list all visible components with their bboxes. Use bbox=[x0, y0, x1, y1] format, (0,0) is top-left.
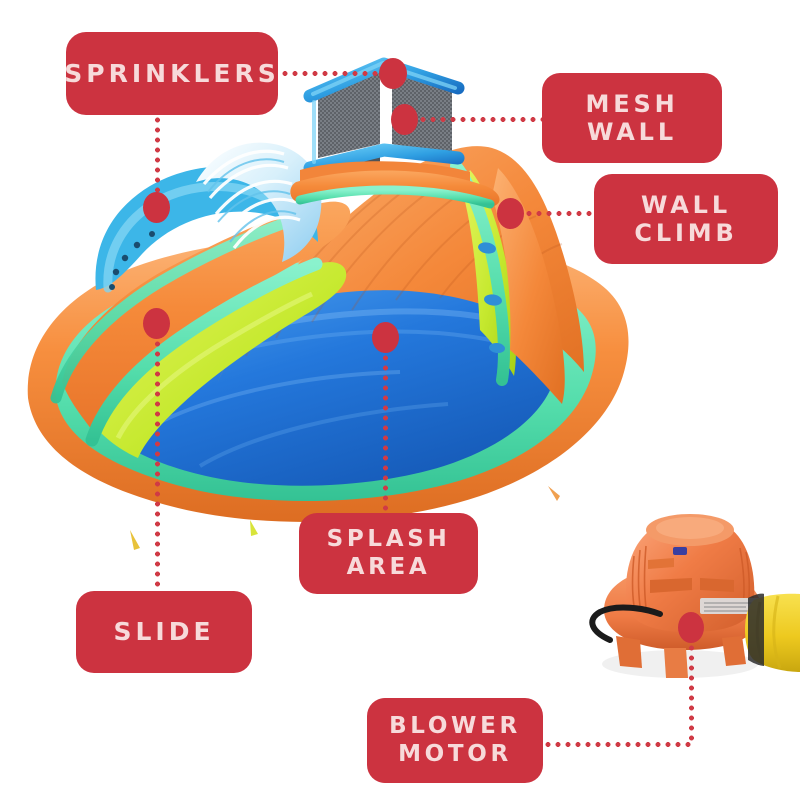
marker-wall-climb bbox=[497, 198, 524, 229]
blower-top-cap-inner bbox=[656, 517, 724, 539]
blower-handle-slot-left bbox=[650, 578, 692, 593]
marker-sprinklers-tower bbox=[379, 58, 407, 89]
marker-sprinklers bbox=[143, 192, 170, 223]
callout-label-wall-climb-line-1: WALL bbox=[641, 190, 731, 219]
slide-lime-lane bbox=[100, 262, 347, 458]
callout-label-mesh-wall[interactable]: MESH WALL bbox=[542, 73, 722, 163]
callout-label-blower-motor-line-2: MOTOR bbox=[398, 740, 512, 767]
connector-slide bbox=[155, 339, 160, 591]
blower-vent-slot bbox=[648, 558, 674, 569]
slide-mint-trim-left bbox=[85, 257, 323, 447]
callout-label-splash-area-line-2: AREA bbox=[346, 553, 431, 580]
marker-splash-area bbox=[372, 322, 399, 353]
blower-foot-mid bbox=[664, 648, 688, 678]
hose-fold-2 bbox=[772, 595, 782, 669]
blower-power-switch bbox=[673, 547, 687, 555]
connector-splash-area bbox=[383, 353, 388, 513]
connector-blower-horizontal bbox=[543, 742, 691, 747]
callout-label-splash-area[interactable]: SPLASH AREA bbox=[299, 513, 478, 594]
callout-label-sprinklers-line-1: SPRINKLERS bbox=[64, 58, 280, 88]
tower-deck-mint-trim bbox=[295, 185, 495, 209]
water-spray-blue-streaks bbox=[207, 158, 297, 243]
anchor-tab-right bbox=[548, 486, 560, 501]
blower-handle-slot-right bbox=[700, 578, 734, 592]
callout-label-mesh-wall-line-1: MESH bbox=[585, 89, 679, 118]
sprinkler-nozzles bbox=[109, 231, 155, 290]
marker-mesh-wall bbox=[391, 104, 418, 135]
connector-sprinklers-vertical bbox=[155, 115, 160, 193]
callout-label-slide-line-1: SLIDE bbox=[113, 617, 215, 647]
callout-label-sprinklers[interactable]: SPRINKLERS bbox=[64, 32, 280, 115]
connector-wall-climb bbox=[524, 211, 594, 216]
slide-mint-trim-outer bbox=[50, 208, 318, 404]
marker-slide bbox=[143, 308, 170, 339]
blower-motor-illustration bbox=[589, 514, 800, 678]
callout-label-blower-motor-line-1: BLOWER bbox=[389, 713, 521, 740]
connector-blower-vertical bbox=[689, 643, 694, 744]
callout-label-mesh-wall-line-2: WALL bbox=[587, 118, 677, 146]
water-spray-streaks bbox=[202, 149, 301, 249]
connector-sprinklers-horizontal bbox=[280, 71, 386, 76]
blower-spec-label bbox=[700, 598, 760, 614]
blower-hose-clamp bbox=[748, 593, 764, 666]
marker-blower-motor bbox=[678, 612, 704, 643]
blower-foot-left bbox=[616, 636, 642, 668]
lime-lane-highlight bbox=[115, 291, 314, 440]
anchor-tab-mid bbox=[250, 520, 258, 536]
blower-power-cord bbox=[589, 604, 663, 643]
anchor-tab-left bbox=[130, 530, 140, 550]
blower-foot-right bbox=[722, 636, 746, 666]
blower-spec-label-lines bbox=[704, 602, 754, 612]
callout-label-wall-climb[interactable]: WALL CLIMB bbox=[594, 174, 778, 264]
callout-label-splash-area-line-1: SPLASH bbox=[326, 526, 451, 553]
callout-label-wall-climb-line-2: CLIMB bbox=[634, 219, 738, 247]
connector-mesh-wall bbox=[418, 117, 542, 122]
callout-label-slide[interactable]: SLIDE bbox=[76, 591, 252, 673]
callout-label-blower-motor[interactable]: BLOWER MOTOR bbox=[367, 698, 543, 783]
